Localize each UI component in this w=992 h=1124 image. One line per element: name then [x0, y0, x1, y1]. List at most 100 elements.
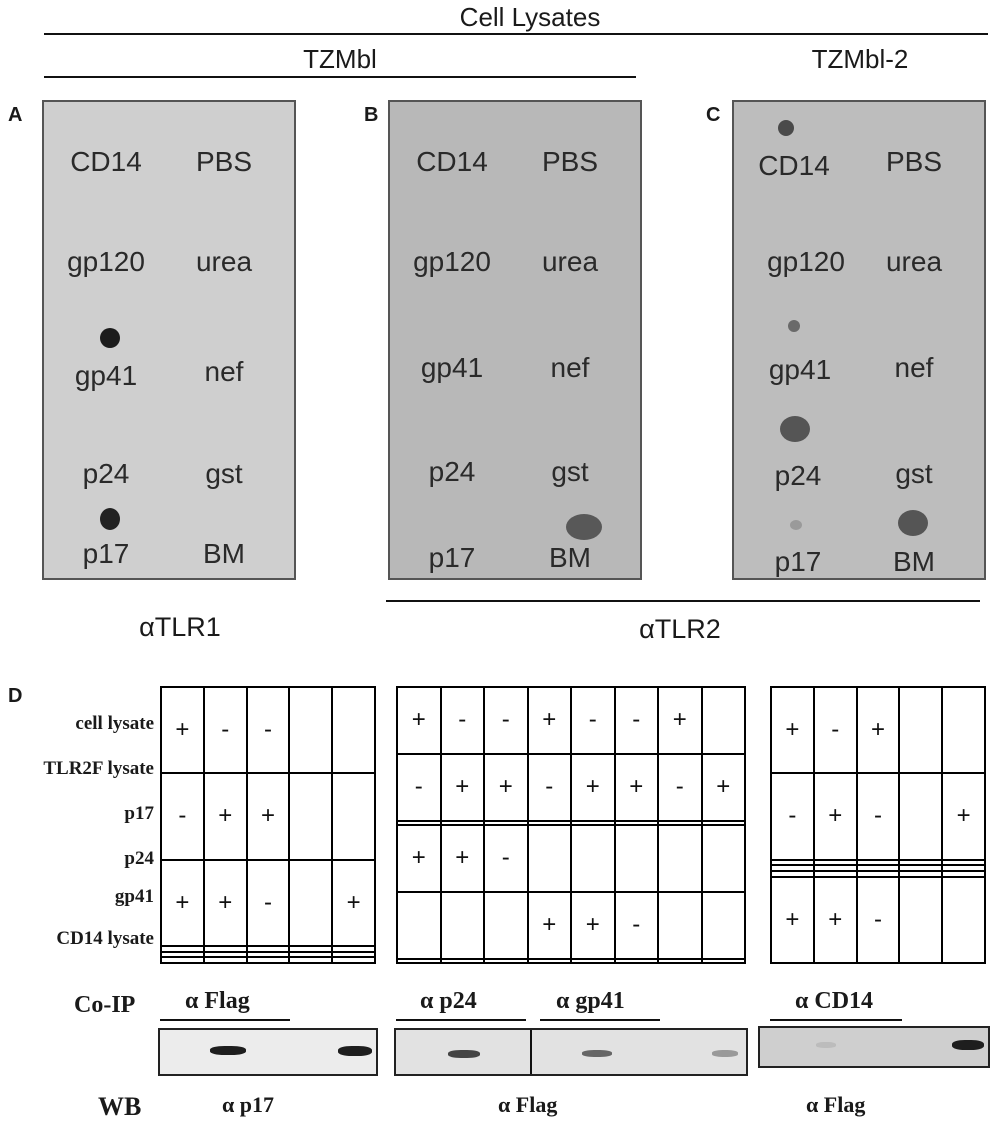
blot-b-label-cd14: CD14: [416, 146, 488, 177]
table-cell: [570, 957, 616, 964]
blot-b-label-gp120: gp120: [413, 246, 491, 277]
table-row: [160, 956, 376, 964]
table-cell: -: [483, 686, 529, 755]
wb-flag-middle-label: α Flag: [498, 1092, 558, 1117]
table-cell: +: [483, 752, 529, 822]
blot-b-label-p24: p24: [428, 456, 476, 487]
blot-a-label-nef: nef: [204, 356, 244, 387]
table-cell: +: [331, 858, 376, 947]
wb-band-lane2: [210, 1046, 246, 1055]
table-cell: [526, 957, 572, 964]
blot-c-label-gp41: gp41: [768, 354, 832, 385]
blot-b-label-bm: BM: [549, 542, 591, 573]
table-cell: [898, 772, 944, 861]
blot-c-label-p24: p24: [774, 460, 822, 491]
table-row: ++-: [396, 890, 746, 960]
dot-blot-b: CD14 PBS gp120 urea gp41 nef p24 gst p17…: [388, 100, 642, 580]
wb-strip-p17: [158, 1028, 378, 1076]
blot-c-label-nef: nef: [894, 352, 934, 383]
dot-blot-c: CD14 PBS gp120 urea gp41 nef p24 gst p17…: [732, 100, 986, 580]
blot-a-label-gp120: gp120: [67, 246, 145, 277]
blot-b-dot-bm: [566, 514, 602, 540]
panel-d-label: D: [8, 685, 23, 707]
table-cell: [288, 956, 334, 964]
table-cell: -: [613, 686, 659, 755]
table-cell: +: [396, 823, 442, 893]
blot-a-label-bm: BM: [203, 538, 245, 569]
wb-band-gp41: [582, 1050, 612, 1057]
table-cell: +: [770, 685, 815, 775]
table-cell: [202, 956, 248, 964]
wb-divider: [530, 1030, 532, 1074]
table-cell: -: [855, 875, 901, 965]
antibody-tlr1-label: αTLR1: [139, 612, 221, 642]
blot-a-dot-p17: [100, 508, 120, 530]
blot-c-dot-p17: [790, 520, 802, 530]
table-cell: -: [526, 752, 572, 822]
table-cell: [331, 956, 376, 964]
blot-a-label-gp41: gp41: [74, 360, 138, 391]
table-cell: [657, 957, 703, 964]
table-cell: [570, 819, 616, 827]
table-cell: -: [245, 858, 291, 947]
table-cell: [439, 819, 485, 827]
cell-lysates-header: Cell Lysates: [459, 2, 601, 32]
blot-a-label-p24: p24: [82, 458, 130, 489]
tzmbl2-header: TZMbl-2: [811, 44, 909, 74]
table-cell: [570, 823, 616, 893]
blot-c-label-p17: p17: [774, 546, 822, 577]
table-row: +--: [160, 685, 376, 775]
table-row: ++-: [770, 875, 986, 965]
table-cell: +: [700, 752, 746, 822]
table-cell: [613, 819, 659, 827]
table-cell: +: [855, 685, 901, 775]
blot-c-label-gp120: gp120: [767, 246, 845, 277]
wb-band-p24: [448, 1050, 480, 1058]
table-row: ++-: [396, 823, 746, 893]
table-cell: -: [657, 752, 703, 822]
blot-c-dot-cd14: [778, 120, 794, 136]
row-label-p17: p17: [124, 803, 154, 824]
table-cell: +: [202, 858, 248, 947]
table-cell: [657, 819, 703, 827]
wb-flag-right-label: α Flag: [806, 1092, 866, 1117]
table-row: [396, 957, 746, 964]
table-cell: -: [812, 685, 858, 775]
wb-label: WB: [98, 1092, 142, 1121]
table-row: +-+: [770, 685, 986, 775]
table-cell: +: [439, 823, 485, 893]
table-cell: [657, 823, 703, 893]
table-row: ++-+: [160, 858, 376, 947]
table-cell: [700, 890, 746, 960]
coip-flag-line: [160, 1019, 290, 1021]
blot-b-label-gp41: gp41: [420, 352, 484, 383]
condition-table-1: +---++++-+: [160, 685, 376, 964]
blot-a-label-urea: urea: [195, 246, 253, 277]
blot-b-label-nef: nef: [550, 352, 590, 383]
table-cell: +: [396, 686, 442, 755]
blot-c-dot-gp41: [788, 320, 800, 332]
wb-strip-flag-middle: [394, 1028, 748, 1076]
table-cell: -: [396, 752, 442, 822]
table-cell: +: [245, 772, 291, 861]
table-cell: +: [941, 772, 986, 861]
table-cell: +: [570, 890, 616, 960]
table-row: -++: [160, 772, 376, 861]
tlr2-line: [386, 600, 980, 602]
table-cell: [483, 957, 529, 964]
table-cell: [288, 685, 334, 775]
table-cell: +: [812, 772, 858, 861]
table-cell: +: [613, 752, 659, 822]
wb-band-last: [712, 1050, 738, 1057]
panel-a-label: A: [8, 104, 23, 126]
blot-b-label-p17: p17: [428, 542, 476, 573]
table-cell: -: [483, 823, 529, 893]
table-cell: [331, 772, 376, 861]
table-cell: [613, 957, 659, 964]
condition-table-3: +-+-+-+++-: [770, 685, 986, 965]
row-label-gp41: gp41: [114, 886, 154, 907]
table-cell: [898, 875, 944, 965]
coip-p24-line: [396, 1019, 526, 1021]
table-row: -++-++-+: [396, 752, 746, 822]
